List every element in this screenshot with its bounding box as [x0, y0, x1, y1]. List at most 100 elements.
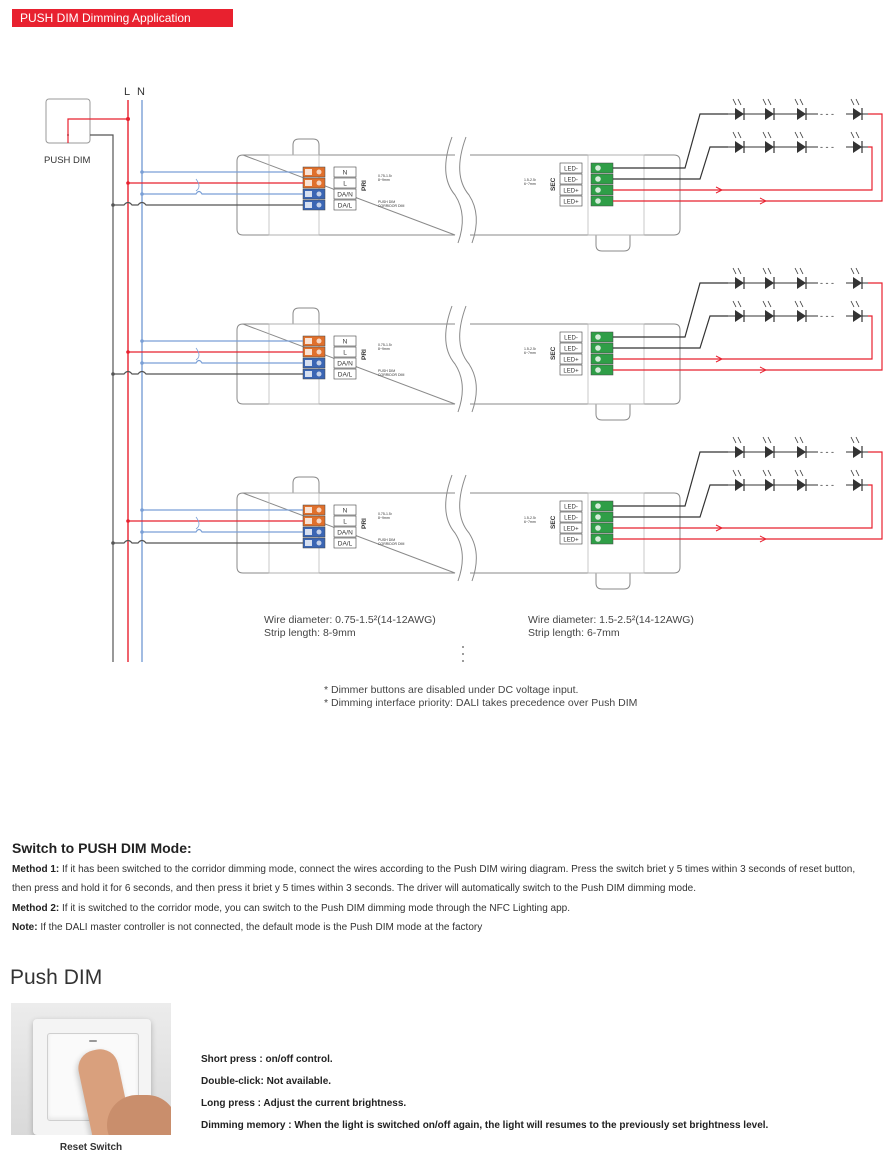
led-light-ray — [767, 131, 772, 139]
pri-terminal-label: DA/L — [338, 372, 353, 379]
current-arrow — [759, 197, 768, 205]
pri-terminal-label: N — [343, 339, 348, 346]
pri-terminal-screw — [316, 371, 322, 377]
led-light-ray — [737, 300, 742, 308]
dim-junction — [111, 541, 115, 545]
led-light-ray — [762, 131, 767, 139]
continuation-dot — [462, 646, 464, 648]
led-light-ray — [850, 98, 855, 106]
dim-junction — [111, 203, 115, 207]
pri-wire-diameter: Wire diameter: 0.75-1.5²(14-12AWG) — [264, 614, 436, 626]
led-positive-wire — [613, 484, 873, 529]
reset-switch-photo — [11, 1003, 171, 1135]
push-dim-short-press: Short press : on/off control. — [201, 1054, 333, 1065]
hand — [107, 1095, 171, 1135]
sec-terminal-label: LED+ — [563, 538, 579, 544]
sec-terminal-screw — [595, 503, 601, 509]
led-light-ray — [732, 98, 737, 106]
neutral-link — [195, 347, 200, 361]
neutral-junction — [140, 192, 144, 196]
sec-terminal-pin — [590, 364, 614, 376]
led-negative-wire — [613, 146, 728, 180]
pri-terminal-screw — [316, 169, 322, 175]
sec-terminal-label: LED+ — [563, 358, 579, 364]
sec-terminal-screw — [595, 187, 601, 193]
da-n-feed — [142, 190, 303, 195]
pri-wire-note: 0.75-1.5² — [378, 174, 393, 178]
continuation-dot — [462, 653, 464, 655]
method-2-text: If it is switched to the corridor mode, … — [59, 903, 571, 914]
pri-terminal-slot — [305, 529, 312, 535]
push-dim-double-click: Double-click: Not available. — [201, 1076, 332, 1087]
led-positive-wire — [613, 146, 873, 191]
sec-strip-note: 6~7mm — [524, 182, 536, 186]
led-light-ray — [855, 469, 860, 477]
sec-terminal-label-box — [559, 184, 583, 196]
line-junction — [126, 181, 130, 185]
current-arrow — [715, 355, 724, 363]
sec-terminal-pin — [590, 162, 614, 174]
led-negative-wire — [613, 484, 728, 518]
led-light-ray — [767, 300, 772, 308]
pri-terminal-label-box — [333, 346, 357, 358]
pri-strip-note: 8~9mm — [378, 347, 390, 351]
led-negative-wire — [613, 282, 728, 338]
sec-terminal-screw — [595, 198, 601, 204]
line-label: L — [124, 86, 130, 98]
pri-terminal-label-box — [333, 537, 357, 549]
pri-wire-spec: Wire diameter: 0.75-1.5²(14-12AWG) Strip… — [264, 614, 436, 640]
mounting-tab — [595, 404, 631, 421]
sec-terminal-pin — [590, 331, 614, 343]
pri-terminal-label: N — [343, 508, 348, 515]
sec-terminal-screw — [595, 367, 601, 373]
pri-terminal-label: DA/L — [338, 541, 353, 548]
led-negative-wire — [613, 451, 728, 507]
pri-mode-note: PUSH DIM — [378, 200, 395, 204]
sec-terminal-label-box — [559, 342, 583, 354]
pri-mode-note-2: CORRIDOR DIM — [378, 373, 405, 377]
method-1-paragraph: Method 1: If it has been switched to the… — [12, 864, 855, 875]
led-light-ray — [855, 436, 860, 444]
sec-terminal-pin — [590, 173, 614, 185]
sec-terminal-label-box — [559, 162, 583, 174]
sec-terminal-pin — [590, 500, 614, 512]
note-label: Note: — [12, 922, 38, 933]
current-arrow — [759, 535, 768, 543]
neutral-label: N — [137, 86, 145, 98]
sec-terminal-label: LED- — [564, 336, 578, 342]
pri-terminal-label-box — [333, 357, 357, 369]
sec-terminal-screw — [595, 176, 601, 182]
sec-terminal-pin — [590, 522, 614, 534]
pri-terminal-screw — [316, 507, 322, 513]
led-negative-wire — [613, 315, 728, 349]
led-negative-wire — [613, 113, 728, 169]
sec-terminal-screw — [595, 345, 601, 351]
led-light-ray — [794, 98, 799, 106]
pri-terminal-slot — [305, 371, 312, 377]
led-light-ray — [732, 267, 737, 275]
sec-terminal-pin — [590, 511, 614, 523]
pri-terminal-screw — [316, 518, 322, 524]
method-1-continued: then press and hold it for 6 seconds, an… — [12, 883, 697, 894]
switch-line-feed — [67, 118, 128, 143]
sec-wire-note: 1.5-2.5² — [524, 178, 537, 182]
sec-terminal-label: LED+ — [563, 189, 579, 195]
led-light-ray — [794, 300, 799, 308]
pri-label: PRI — [361, 518, 368, 529]
pri-strip-note: 8~9mm — [378, 516, 390, 520]
sec-terminal-label-box — [559, 511, 583, 523]
pri-terminal-label: L — [343, 181, 347, 188]
pri-terminal-label-box — [333, 526, 357, 538]
neutral-junction — [140, 530, 144, 534]
mounting-tab — [292, 307, 320, 324]
pri-mode-note-2: CORRIDOR DIM — [378, 542, 405, 546]
sec-strip-length: Strip length: 6-7mm — [528, 627, 620, 639]
mounting-tab — [292, 476, 320, 493]
dim-junction — [111, 372, 115, 376]
pri-terminal-screw — [316, 540, 322, 546]
led-light-ray — [732, 300, 737, 308]
pri-terminal-slot — [305, 169, 312, 175]
led-light-ray — [737, 469, 742, 477]
note-paragraph: Note: If the DALI master controller is n… — [12, 922, 482, 933]
